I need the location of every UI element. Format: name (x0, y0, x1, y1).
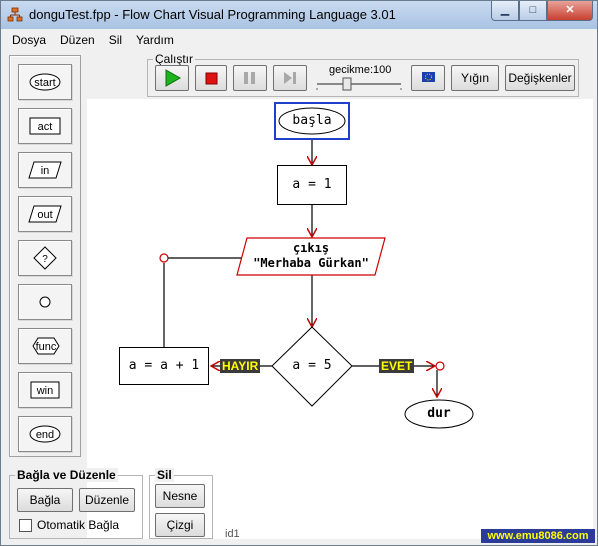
tool-end[interactable]: end (18, 416, 72, 452)
output-node-line1: çıkış (292, 241, 330, 255)
shape-toolbox: start act in out ? func win (9, 55, 81, 457)
menu-file[interactable]: Dosya (12, 33, 47, 47)
tool-start[interactable]: start (18, 64, 72, 100)
pause-icon (244, 72, 255, 84)
menu-bar: Dosya Düzen Sil Yardım (5, 31, 593, 49)
play-icon (165, 69, 182, 87)
variables-button[interactable]: Değişkenler (505, 65, 575, 91)
end-node[interactable] (404, 399, 474, 429)
assign-node[interactable]: a = 1 (277, 165, 347, 205)
output-node-line2: "Merhaba Gürkan" (253, 256, 369, 270)
tool-condition[interactable]: ? (18, 240, 72, 276)
app-icon (7, 7, 23, 22)
yes-branch-label: EVET (379, 359, 415, 373)
start-node-label: başla (292, 113, 332, 128)
step-icon (284, 72, 296, 84)
flowchart-canvas[interactable]: başla a = 1 çıkış "Merhaba Gürkan" a = 5… (87, 99, 593, 539)
tool-in[interactable]: in (18, 152, 72, 188)
end-node-label: dur (427, 406, 451, 421)
tool-condition-label: ? (42, 254, 48, 265)
tool-func-label: func (36, 341, 57, 353)
yes-connector[interactable] (435, 361, 445, 371)
output-node[interactable] (236, 237, 386, 276)
auto-connect-label: Otomatik Bağla (37, 518, 120, 532)
close-button[interactable]: ✕ (547, 1, 593, 21)
tool-end-label: end (36, 429, 54, 441)
run-group (147, 59, 579, 97)
selected-id-label: id1 (225, 528, 240, 540)
run-group-label: Çalıştır (153, 52, 196, 66)
delay-label: gecikme:100 (329, 64, 392, 76)
menu-help[interactable]: Yardım (136, 33, 174, 47)
auto-connect-checkbox[interactable] (19, 519, 32, 532)
condition-node[interactable] (271, 326, 353, 407)
delete-group (149, 475, 213, 539)
delay-slider-thumb[interactable] (342, 77, 352, 91)
increment-node[interactable]: a = a + 1 (119, 347, 209, 385)
tool-act-label: act (38, 121, 53, 133)
menu-delete[interactable]: Sil (108, 33, 123, 47)
flowchart-connections (159, 102, 474, 429)
tool-func[interactable]: func (18, 328, 72, 364)
brand-link[interactable]: www.emu8086.com (481, 529, 595, 543)
edit-button[interactable]: Düzenle (79, 488, 135, 512)
window-title: donguTest.fpp - Flow Chart Visual Progra… (29, 7, 396, 22)
tool-out-label: out (37, 209, 52, 221)
tool-in-label: in (41, 165, 50, 177)
connect-group-label: Bağla ve Düzenle (15, 468, 118, 482)
stack-button[interactable]: Yığın (451, 65, 499, 91)
tool-out[interactable]: out (18, 196, 72, 232)
delay-slider[interactable] (313, 75, 405, 91)
menu-edit[interactable]: Düzen (60, 33, 95, 47)
tool-win-label: win (36, 385, 54, 397)
start-node[interactable] (278, 107, 346, 135)
minimize-button[interactable]: ▁ (491, 1, 519, 21)
delete-line-button[interactable]: Çizgi (155, 513, 205, 537)
maximize-button[interactable]: □ (519, 1, 547, 21)
step-button[interactable] (273, 65, 307, 91)
stop-button[interactable] (195, 65, 227, 91)
tool-connector[interactable] (18, 284, 72, 320)
delete-object-button[interactable]: Nesne (155, 484, 205, 508)
loop-connector[interactable] (159, 253, 169, 263)
language-button[interactable] (411, 65, 445, 91)
play-button[interactable] (155, 65, 189, 91)
tool-win[interactable]: win (18, 372, 72, 408)
pause-button[interactable] (233, 65, 267, 91)
title-bar: donguTest.fpp - Flow Chart Visual Progra… (1, 1, 597, 29)
condition-node-label: a = 5 (292, 358, 332, 373)
delete-group-label: Sil (155, 468, 174, 482)
connect-button[interactable]: Bağla (17, 488, 73, 512)
stop-icon (205, 72, 218, 85)
no-branch-label: HAYIR (220, 359, 261, 373)
tool-act[interactable]: act (18, 108, 72, 144)
selection-frame (274, 102, 350, 140)
flag-icon (422, 72, 435, 82)
tool-start-label: start (34, 77, 55, 89)
